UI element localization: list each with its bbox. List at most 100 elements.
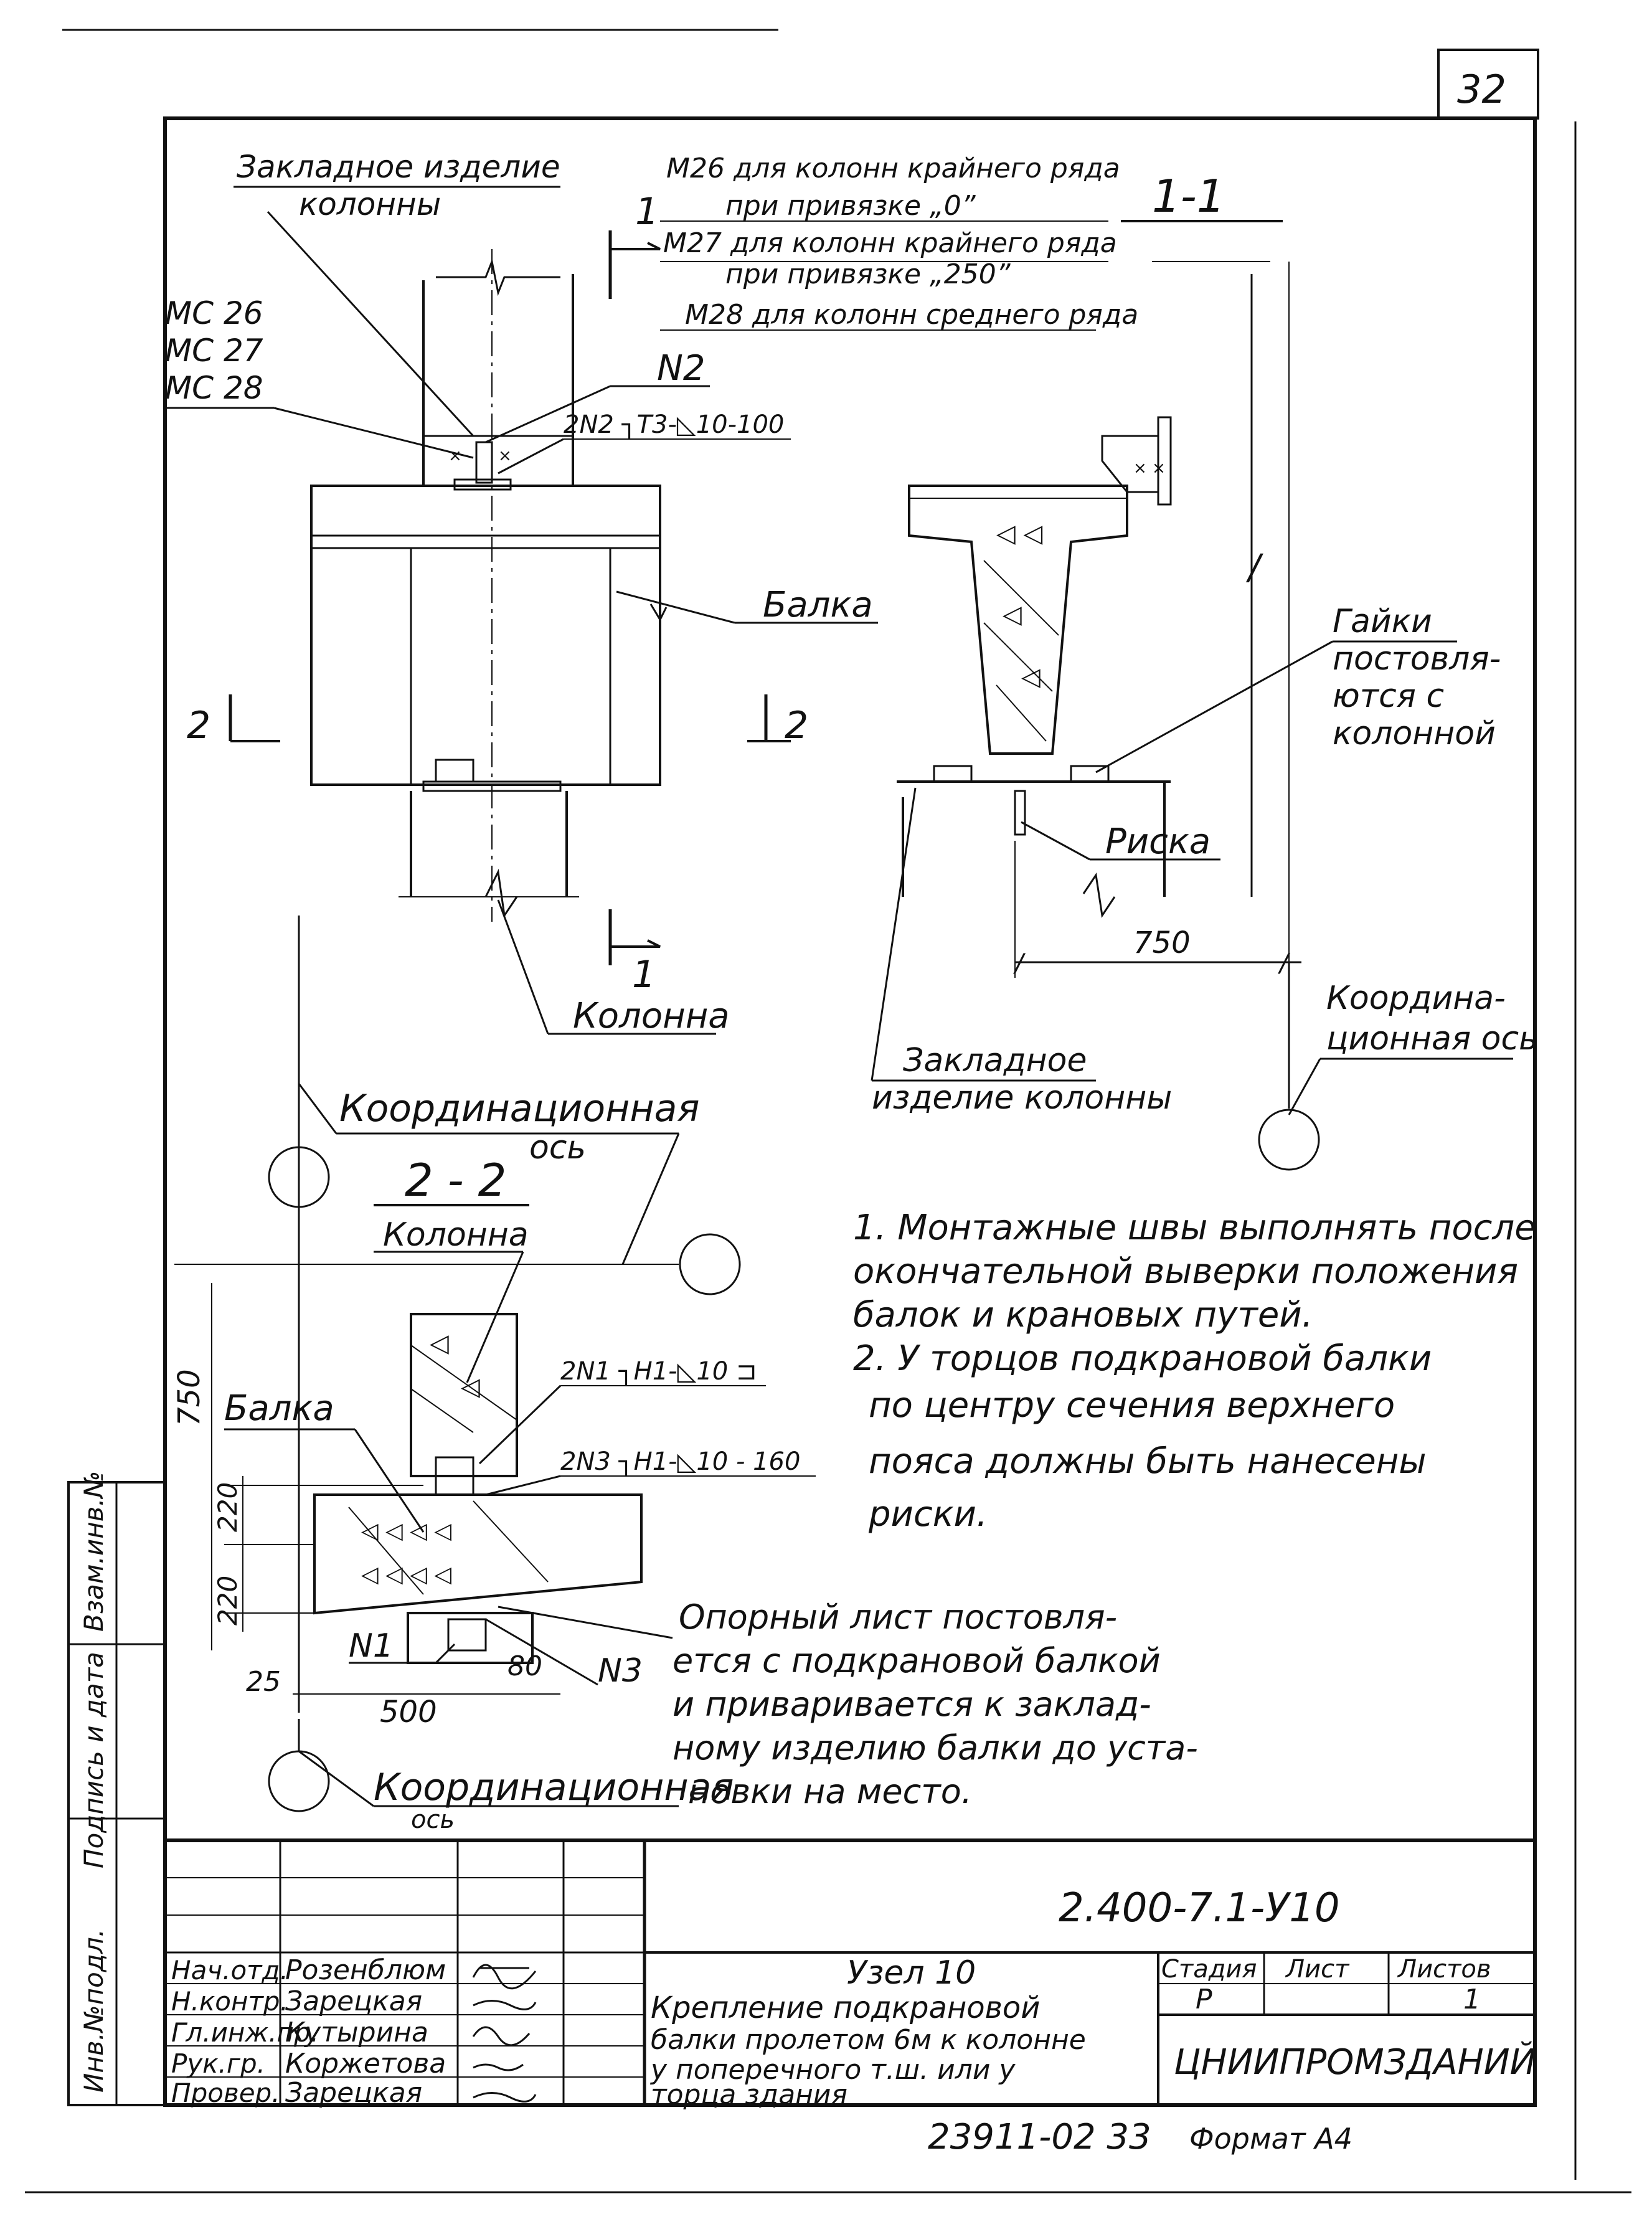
coord-axis-bottom-2: ось [411, 1805, 455, 1834]
svg-text:◁: ◁ [1003, 600, 1022, 629]
role-2: Н.контр. [171, 1986, 288, 2017]
name-4: Коржетова [285, 2048, 446, 2080]
coord-axis-right-1: Координа- [1326, 980, 1506, 1017]
stamp-sign-label: Подпись и дата [78, 1652, 109, 1868]
svg-text:×: × [498, 447, 512, 465]
title-block: 2.400-7.1-У10 Нач.отд. Н.контр. Гл.инж.п… [165, 1838, 1536, 2157]
support-plate-1: Опорный лист постовля- [679, 1597, 1117, 1637]
svg-text:◁ ◁ ◁ ◁: ◁ ◁ ◁ ◁ [361, 1562, 451, 1588]
n3-label: N3 [598, 1652, 643, 1690]
m28-label: М28 для колонн среднего ряда [685, 299, 1138, 331]
sheets-value: 1 [1463, 1984, 1481, 2015]
embed-bottom-label-1: Закладное [903, 1042, 1087, 1079]
signature-3 [472, 2026, 531, 2047]
page-number: 32 [1457, 67, 1506, 112]
mc26-label: МС 26 [165, 295, 263, 331]
mc27-label: МС 27 [165, 333, 263, 369]
dim-220-top: 220 [212, 1482, 243, 1532]
weld-n2-label: 2N2 ┐Т3-◺10-100 [564, 410, 784, 440]
page-number-box [1437, 49, 1539, 120]
nuts-label-4: колонной [1333, 715, 1496, 752]
coord-axis-2-2-1: Координационная [339, 1087, 699, 1130]
org-name: ЦНИИПРОМЗДАНИЙ [1174, 2042, 1536, 2083]
n1-label: N1 [349, 1627, 394, 1665]
support-plate-4: ному изделию балки до уста- [673, 1728, 1198, 1767]
dim-500: 500 [380, 1695, 437, 1730]
dim-25: 25 [246, 1666, 281, 1698]
svg-text:◁ ◁ ◁ ◁: ◁ ◁ ◁ ◁ [361, 1518, 451, 1544]
cut-2-right: 2 [785, 704, 808, 747]
title-line-2: Крепление подкрановой [651, 1990, 1040, 2025]
footer-code: 23911-02 33 [928, 2117, 1151, 2157]
doc-code: 2.400-7.1-У10 [1059, 1885, 1340, 1931]
drawing-frame [163, 116, 1537, 2107]
section-1-1: 1-1 ◁ ◁ ◁ ◁ × × / Гайки постовля- ются с… [871, 170, 1538, 1171]
svg-text:/: / [1013, 949, 1026, 978]
nuts-label-1: Гайки [1333, 603, 1432, 640]
note-line-5: по центру сечения верхнего [869, 1385, 1395, 1426]
coord-axis-right-2: ционная ось [1326, 1020, 1538, 1058]
axis-marker-left [268, 1146, 330, 1208]
m26-label-2: при привязке „0” [725, 190, 976, 222]
weld-n3-label: 2N3 ┐Н1-◺10 - 160 [560, 1447, 800, 1477]
role-5: Провер. [171, 2078, 280, 2108]
cut-2-left: 2 [187, 704, 210, 747]
stage-value: Р [1196, 1984, 1212, 2015]
role-1: Нач.отд. [171, 1955, 288, 1985]
svg-text:◁: ◁ [461, 1373, 480, 1401]
note-line-3: балок и крановых путей. [853, 1295, 1313, 1335]
sheets-head: Листов [1397, 1955, 1491, 1984]
name-2: Зарецкая [285, 1985, 422, 2017]
dim-750-side: 750 [172, 1369, 207, 1426]
m27-label-1: М27 для колонн крайнего ряда [663, 227, 1117, 259]
cut-1-bottom: 1 [632, 953, 656, 996]
nuts-label-3: ются с [1333, 678, 1444, 715]
note-line-1: 1. Монтажные швы выполнять после [853, 1208, 1536, 1248]
note-line-6: пояса должны быть нанесены [869, 1441, 1427, 1482]
support-plate-3: и приваривается к заклад- [673, 1685, 1151, 1724]
notes-block: 1. Монтажные швы выполнять после окончат… [853, 1208, 1536, 1535]
embed-top-label-1: Закладное изделие [237, 149, 560, 185]
svg-text:/: / [1278, 949, 1291, 978]
sheet-head: Лист [1285, 1955, 1350, 1984]
embed-bottom-label-2: изделие колонны [872, 1079, 1172, 1117]
svg-text:◁ ◁: ◁ ◁ [996, 519, 1042, 548]
embed-top-label-2: колонны [299, 186, 441, 222]
dim-80: 80 [507, 1650, 542, 1682]
svg-text:×: × [448, 447, 462, 465]
note-line-7: риски. [868, 1494, 988, 1535]
signature-4 [473, 2063, 524, 2071]
axis-marker-right [1258, 1109, 1320, 1171]
signature-5 [473, 2092, 537, 2103]
note-line-4: 2. У торцов подкрановой балки [853, 1338, 1432, 1379]
note-line-2: окончательной выверки положения [853, 1251, 1518, 1292]
column-2-2-label: Колонна [383, 1216, 529, 1254]
beam-label: Балка [763, 585, 873, 625]
name-1: Розенблюм [285, 1954, 446, 1986]
elevation-view: Закладное изделие колонны М26 для колонн… [165, 149, 1138, 1036]
signature-1 [472, 1964, 537, 1990]
weld-n1-label: 2N1 ┐Н1-◺10 ⊐ [560, 1357, 757, 1386]
role-3: Гл.инж.пр. [171, 2017, 319, 2048]
svg-text:/: / [1245, 547, 1263, 588]
stamp-inv-label: Инв.№подл. [78, 1929, 109, 2093]
m26-label-1: М26 для колонн крайнего ряда [666, 153, 1120, 184]
section-2-2: Координационная ось 2 - 2 Колонна ◁ ◁ ◁ … [172, 916, 1198, 1834]
name-3: Кутырина [285, 2017, 428, 2048]
n2-label: N2 [657, 348, 706, 389]
cut-1-top: 1 [635, 190, 659, 234]
stage-head: Стадия [1161, 1955, 1257, 1984]
svg-text:× ×: × × [1133, 459, 1166, 478]
coord-axis-bottom-1: Координационная [374, 1766, 734, 1809]
beam-2-2-label: Балка [224, 1388, 334, 1429]
dim-220-bottom: 220 [212, 1576, 243, 1625]
coord-axis-2-2-2: ось [529, 1129, 586, 1166]
section-2-2-title: 2 - 2 [405, 1154, 506, 1206]
role-4: Рук.гр. [171, 2048, 265, 2079]
axis-marker-bottom [268, 1750, 330, 1812]
mc28-label: МС 28 [165, 370, 263, 406]
section-1-1-title: 1-1 [1152, 170, 1225, 222]
nuts-label-2: постовля- [1333, 640, 1501, 678]
support-plate-2: ется с подкрановой балкой [673, 1641, 1161, 1680]
